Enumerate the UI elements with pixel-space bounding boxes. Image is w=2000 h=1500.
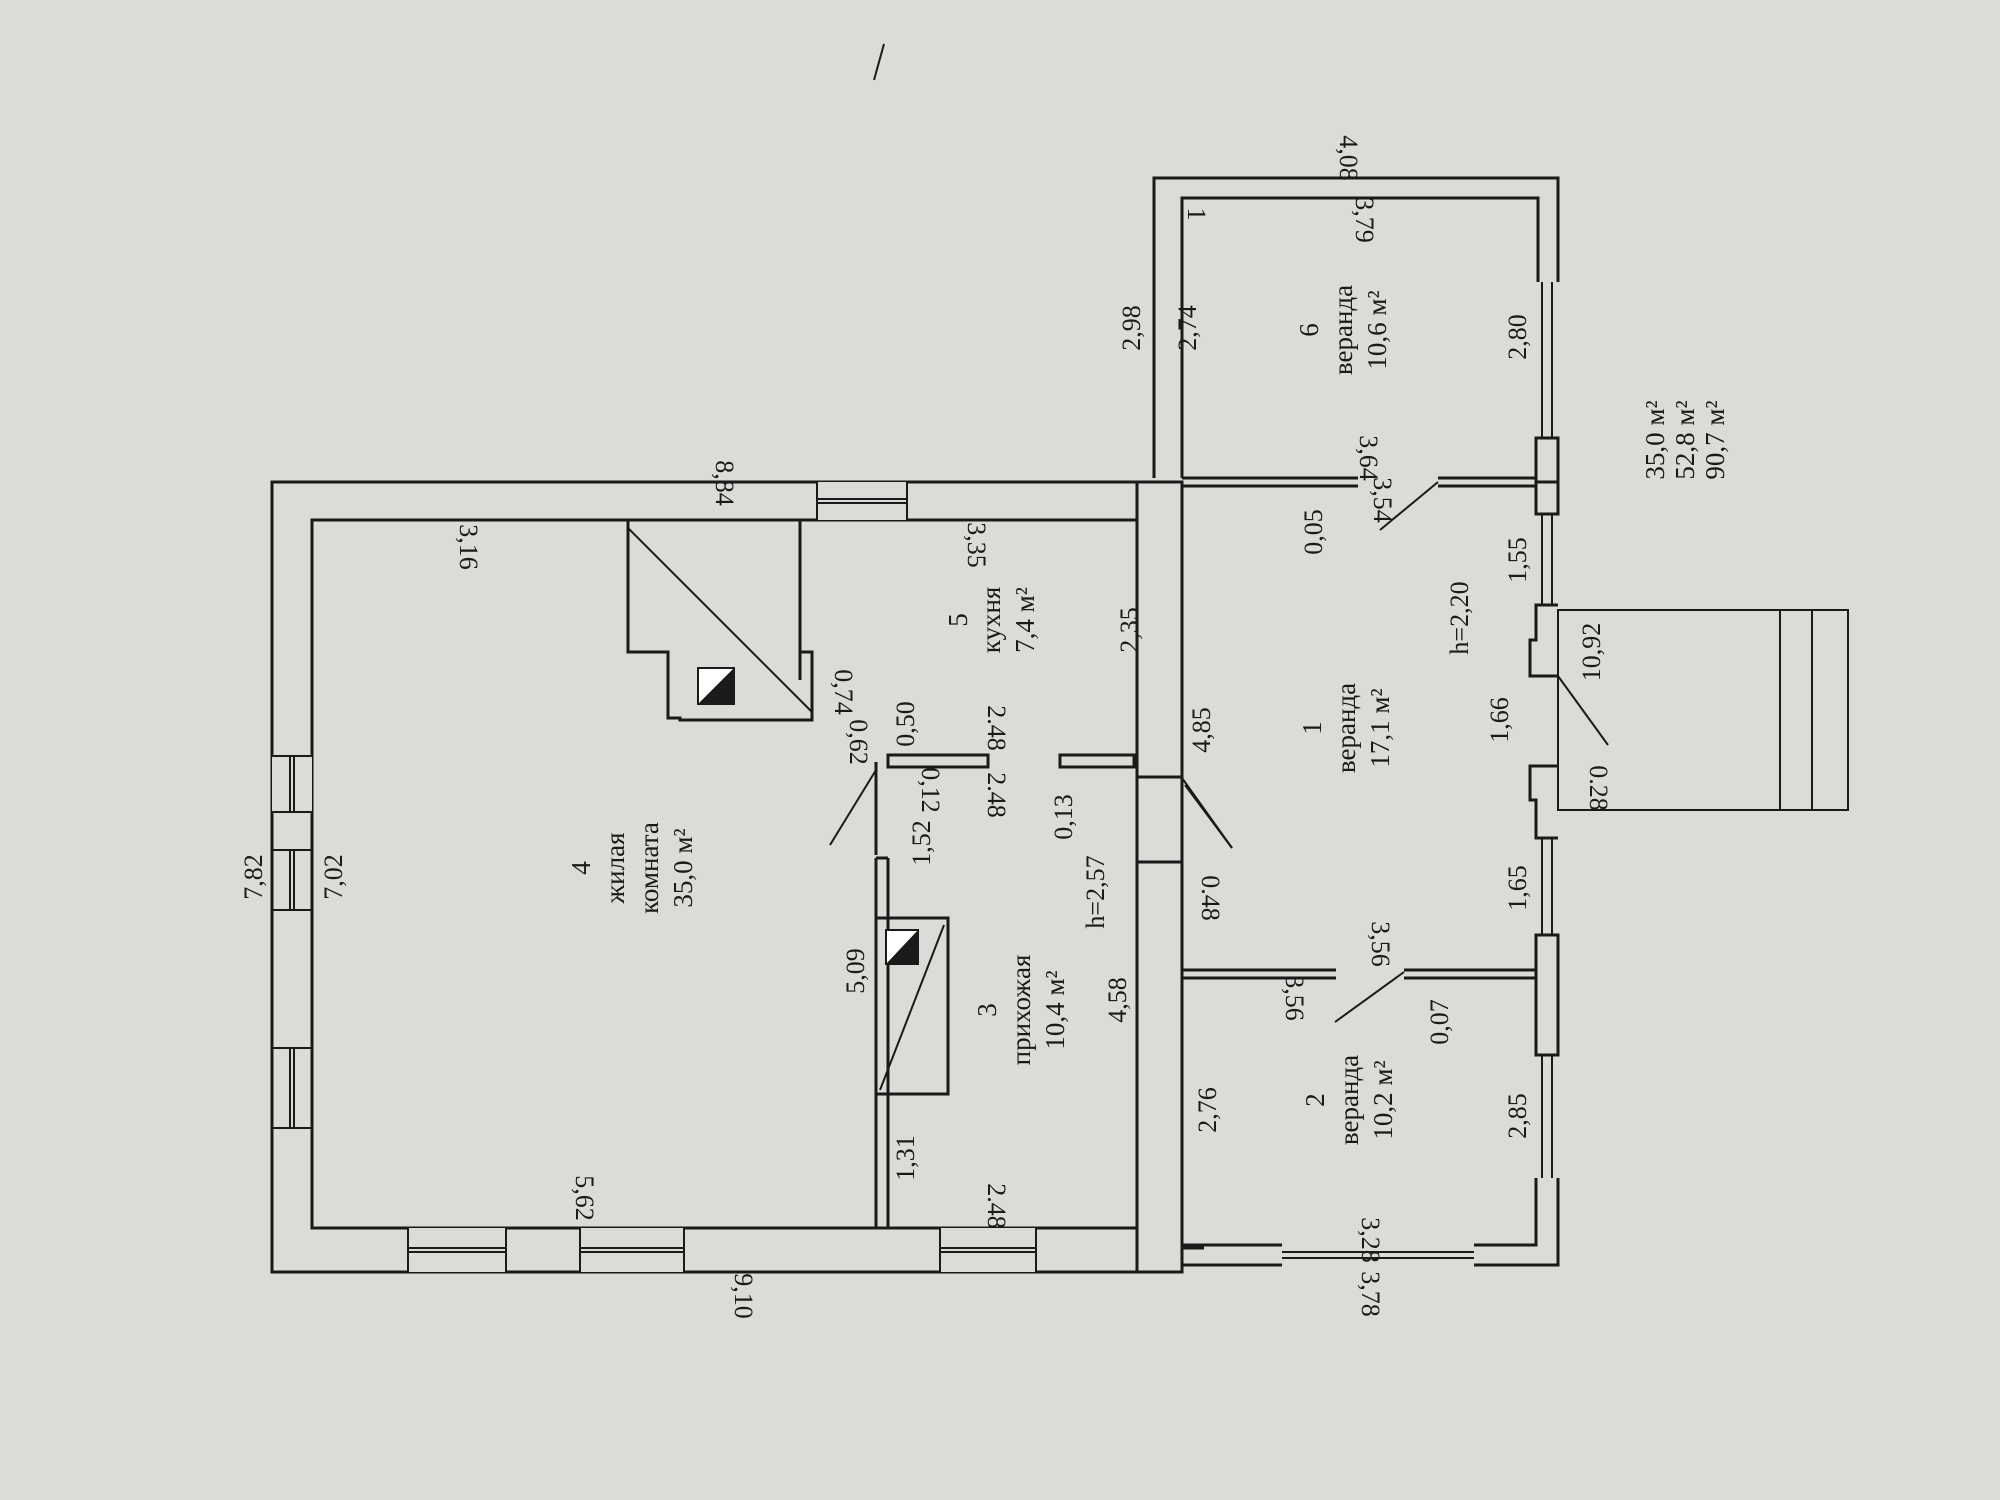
dim-label: 3,79 [1350, 197, 1379, 243]
room-label-1: 1 веранда 17,1 м² [1297, 683, 1395, 773]
room-area: 10,6 м² [1362, 290, 1392, 369]
chimney-icon [697, 667, 735, 705]
dim-label: 0,07 [1425, 999, 1454, 1045]
dim-label: 7,02 [319, 854, 348, 900]
dim-label: 1,66 [1485, 697, 1514, 743]
dim-label: 3,16 [454, 524, 483, 570]
room-label-4: 4 жилая комната 35,0 м² [566, 822, 698, 914]
total-area: 90,7 м² [1700, 400, 1730, 479]
bottom-windows [407, 1228, 1037, 1272]
room-name: веранда [1334, 1055, 1364, 1145]
veranda-2 [1180, 933, 1560, 1272]
room-area: 10,2 м² [1368, 1060, 1398, 1139]
dim-label: 3,35 [962, 522, 991, 568]
pen-mark [873, 43, 885, 81]
house-outer-wall [270, 480, 1184, 1274]
room-label-3: 3 прихожая 10,4 м² [972, 955, 1070, 1066]
dim-label: 2,74 [1173, 305, 1202, 351]
dim-label: 0,13 [1049, 794, 1078, 840]
room-label-6: 6 веранда 10,6 м² [1294, 285, 1392, 375]
porch-steps [1557, 609, 1849, 811]
left-windows [271, 755, 313, 1129]
dimensions-rot-90: 8,84 9,10 3,16 5,62 3,35 2.48 2.48 2.48 … [454, 135, 1613, 1319]
house-right-wall [1135, 480, 1184, 1274]
house-walls [270, 480, 1184, 1274]
dim-label: 4,08 [1334, 135, 1363, 181]
dim-label: 4,85 [1187, 707, 1216, 753]
total-area: 52,8 м² [1670, 400, 1700, 479]
dim-label: 8,84 [710, 460, 739, 506]
door-swing-living [829, 769, 877, 846]
dim-label: 0,74 [829, 669, 858, 715]
heater-icon [885, 929, 919, 965]
dim-label: 3,78 [1356, 1271, 1385, 1317]
dim-label: 5,62 [570, 1175, 599, 1221]
dim-label: 2.48 [982, 772, 1011, 818]
veranda-6 [1152, 176, 1560, 531]
dim-label: 3,54 [1368, 477, 1397, 523]
dim-label: 1,31 [891, 1135, 920, 1181]
area-totals: 35,0 м² 52,8 м² 90,7 м² [1640, 400, 1730, 479]
top-window [816, 482, 908, 520]
dim-label: 0.28 [1584, 765, 1613, 811]
dim-label: 0,12 [916, 767, 945, 813]
dim-label: 2,76 [1193, 1087, 1222, 1133]
dim-label: 0,62 [844, 719, 873, 765]
dim-label: 3,56 [1280, 975, 1309, 1021]
dim-label: 2,35 [1115, 607, 1144, 653]
dim-label: 3,28 [1356, 1217, 1385, 1263]
door-swing-veranda2 [1334, 971, 1405, 1023]
veranda-1 [1181, 480, 1609, 935]
room-area: 10,4 м² [1040, 970, 1070, 1049]
room-area: 17,1 м² [1365, 688, 1395, 767]
dim-label: 2.48 [982, 705, 1011, 751]
room-area: 35,0 м² [668, 828, 698, 907]
dim-label: 0,50 [891, 701, 920, 747]
dim-label: 0,05 [1299, 509, 1328, 555]
dim-label: 7,82 [239, 854, 268, 900]
room-name: кухня [976, 587, 1006, 654]
room-name: веранда [1328, 285, 1358, 375]
room-name: веранда [1331, 683, 1361, 773]
dim-label: h=2,20 [1445, 581, 1474, 654]
dim-label: 5,09 [841, 948, 870, 994]
total-area: 35,0 м² [1640, 400, 1670, 479]
room-number: 6 [1294, 323, 1324, 337]
room-name: прихожая [1006, 955, 1036, 1066]
dim-label: 1,52 [907, 820, 936, 866]
dim-label: 1,65 [1503, 865, 1532, 911]
dim-label: 10,92 [1577, 623, 1606, 682]
room-name: жилая [600, 833, 630, 905]
dim-label: 2,98 [1117, 305, 1146, 351]
room-number: 4 [566, 861, 596, 875]
dim-label: 1 [1182, 208, 1211, 221]
door-swing-veranda6 [1379, 481, 1439, 531]
dim-label: 2,80 [1503, 314, 1532, 360]
room-name: комната [634, 822, 664, 914]
dim-label: 3,56 [1366, 921, 1395, 967]
room-number: 3 [972, 1003, 1002, 1017]
dim-label: 4,58 [1103, 977, 1132, 1023]
dim-label: 0.48 [1196, 875, 1225, 921]
door-swing-entrance [1557, 675, 1609, 746]
room-number: 1 [1297, 721, 1327, 735]
dim-label: 3,64 [1354, 435, 1383, 481]
heater [874, 916, 950, 1096]
dim-label: 9,10 [729, 1273, 758, 1319]
dim-label: 2,85 [1503, 1093, 1532, 1139]
dim-label: h=2,57 [1081, 855, 1110, 928]
room-number: 2 [1300, 1093, 1330, 1107]
dim-label: 2.48 [982, 1183, 1011, 1229]
room-label-5: 5 кухня 7,4 м² [943, 587, 1040, 654]
dim-label: 1,55 [1503, 537, 1532, 583]
room-label-2: 2 веранда 10,2 м² [1300, 1055, 1398, 1145]
stove [626, 520, 814, 722]
room-number: 5 [943, 613, 973, 627]
room-area: 7,4 м² [1010, 587, 1040, 653]
dimensions-rot-neg90: 7,82 7,02 2,35 0,50 1,52 5,09 1,31 0,13 … [239, 305, 1606, 1181]
